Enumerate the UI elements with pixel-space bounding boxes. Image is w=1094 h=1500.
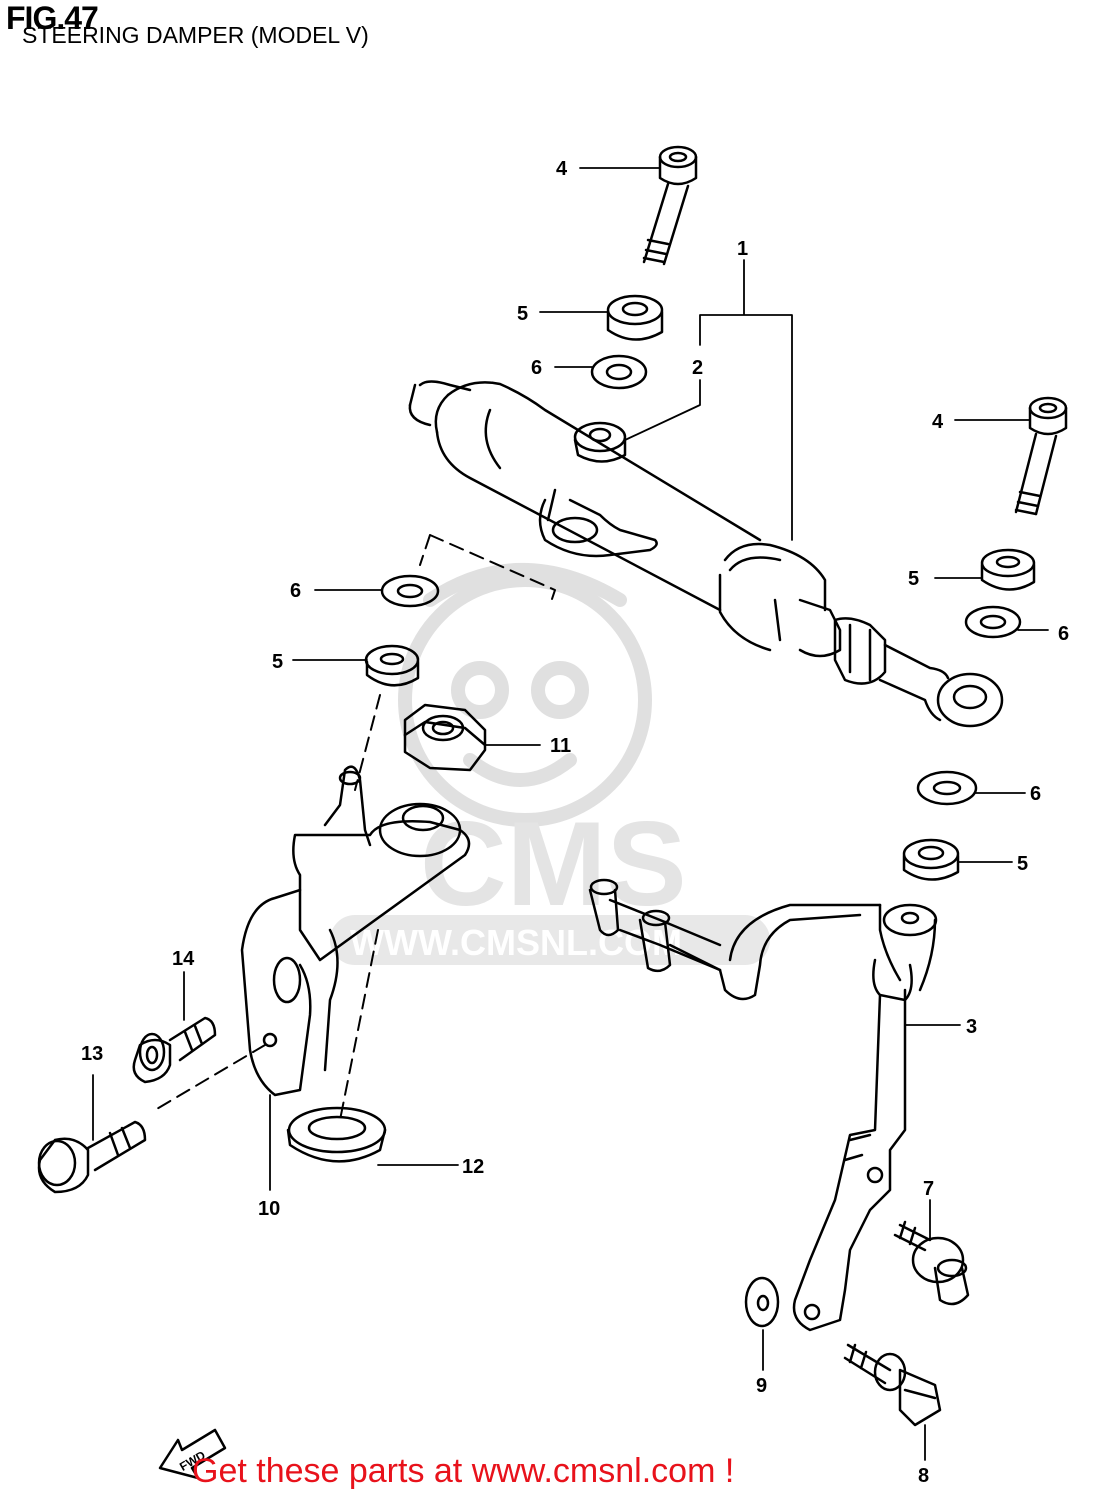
watermark: CMS WWW.CMSNL.COM [330,563,770,965]
bolt-8 [843,1343,942,1427]
callout-6-right-bottom: 6 [1030,783,1041,805]
nut [403,703,487,772]
callout-6-right-top: 6 [1058,623,1069,645]
callout-3: 3 [966,1016,977,1038]
washer-6-right-top [964,605,1022,639]
figure-number: FIG.47 [6,0,99,36]
callout-1: 1 [737,238,748,260]
callout-9: 9 [756,1375,767,1397]
callout-5-left: 5 [272,651,283,673]
callout-2: 2 [692,357,703,379]
brace-rod [588,878,938,1332]
bracket [240,765,471,1097]
watermark-mascot [398,563,652,827]
watermark-url-band [330,915,770,965]
callout-5-upper: 5 [517,303,528,325]
collar-5-right-top [980,548,1036,591]
grommet [573,421,627,463]
washer-6-right-bottom [916,770,978,806]
collar-bolt [132,1016,217,1084]
figure-title: STEERING DAMPER (MODEL V) [22,22,369,48]
footer-link[interactable]: Get these parts at www.cmsnl.com ! [192,1452,735,1490]
washer-6-left [380,574,440,608]
callout-10: 10 [258,1198,280,1220]
leader-lines [92,167,1049,1461]
collar-5-top [606,294,664,341]
flange-bolt [37,1120,147,1194]
bolt-7 [893,1220,970,1306]
washer-9 [744,1276,780,1328]
callout-13: 13 [81,1043,103,1065]
bolt-upper [642,145,698,266]
callouts: 4 1 5 6 2 4 5 6 6 5 11 6 5 14 3 13 12 7 … [81,158,1069,1487]
callout-6-upper: 6 [531,357,542,379]
callout-4-upper: 4 [556,158,568,180]
watermark-brand: CMS [420,797,687,931]
assembly-guide-lines [154,534,556,1121]
callout-5-right-top: 5 [908,568,919,590]
steering-damper [408,380,1004,728]
callout-14: 14 [172,948,195,970]
rubber-washer [286,1106,387,1163]
callout-8: 8 [918,1465,929,1487]
callout-6-left: 6 [290,580,301,602]
bolt-right [1014,396,1068,516]
callout-5-right-bottom: 5 [1017,853,1028,875]
callout-11: 11 [550,735,571,757]
callout-4-right: 4 [932,411,944,433]
callout-12: 12 [462,1156,484,1178]
callout-7: 7 [923,1178,934,1200]
washer-6-top [590,354,648,390]
watermark-url: WWW.CMSNL.COM [350,922,682,963]
collar-5-right-bottom [902,838,960,881]
